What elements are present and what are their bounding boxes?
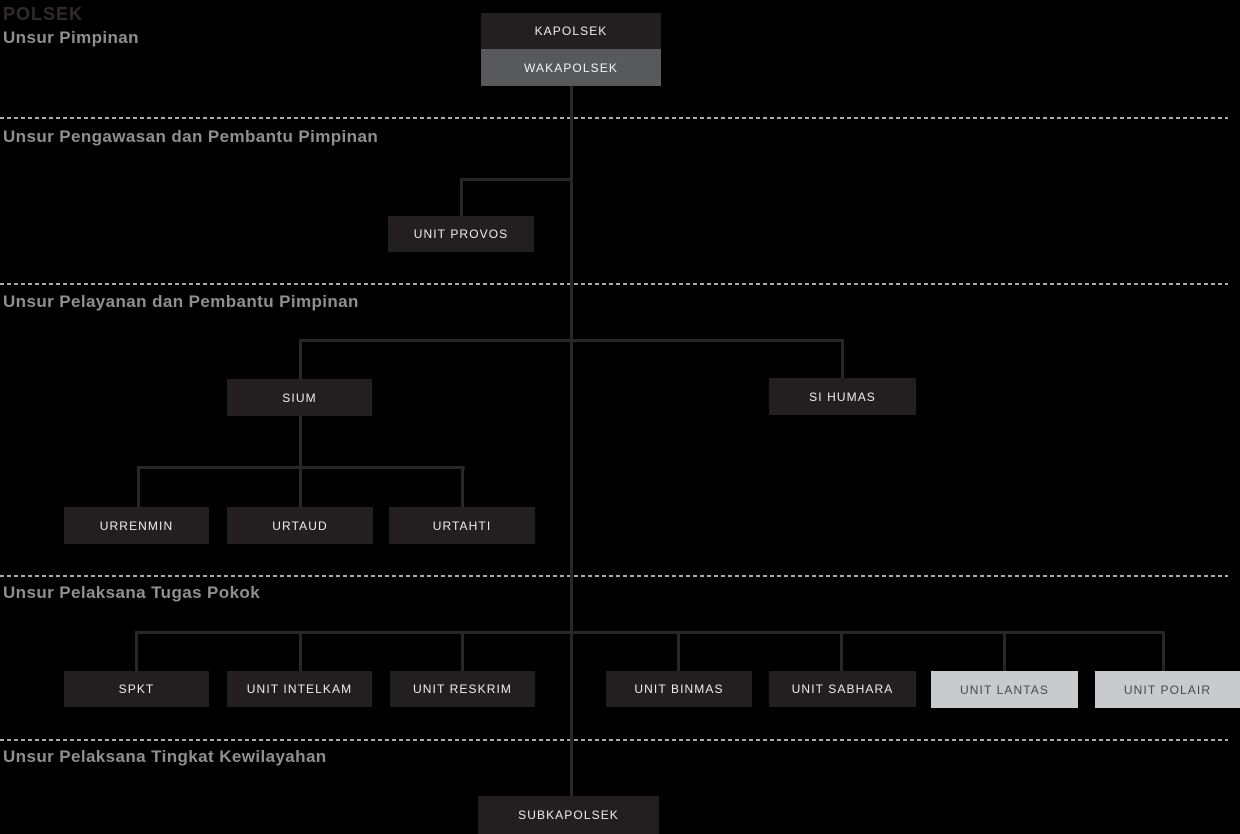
connector-line — [299, 339, 844, 342]
node-unit-provos: UNIT PROVOS — [388, 216, 534, 252]
node-unit-binmas: UNIT BINMAS — [606, 671, 752, 707]
node-urtahti: URTAHTI — [389, 507, 535, 544]
connector-line — [460, 178, 572, 181]
section-divider — [0, 739, 1228, 741]
node-unit-reskrim: UNIT RESKRIM — [390, 671, 535, 707]
section-header-pimpinan: Unsur Pimpinan — [3, 28, 139, 47]
section-header-pelayanan: Unsur Pelayanan dan Pembantu Pimpinan — [3, 292, 359, 311]
connector-line — [299, 631, 302, 671]
connector-line — [299, 416, 302, 468]
node-urtaud: URTAUD — [227, 507, 373, 544]
connector-line — [299, 466, 302, 507]
connector-line — [461, 466, 464, 507]
connector-line — [460, 178, 463, 216]
connector-line — [135, 631, 138, 671]
connector-line — [841, 339, 844, 378]
connector-line — [570, 86, 573, 796]
node-spkt: SPKT — [64, 671, 209, 707]
section-header-pengawasan: Unsur Pengawasan dan Pembantu Pimpinan — [3, 127, 379, 146]
node-unit-sabhara: UNIT SABHARA — [769, 671, 916, 707]
node-subkapolsek: SUBKAPOLSEK — [478, 796, 659, 834]
connector-line — [840, 631, 843, 671]
section-divider — [0, 283, 1228, 285]
node-sium: SIUM — [227, 379, 372, 416]
section-divider — [0, 117, 1228, 119]
page-title: POLSEK — [3, 4, 84, 24]
node-unit-lantas: UNIT LANTAS — [931, 671, 1078, 708]
node-si-humas: SI HUMAS — [769, 378, 916, 415]
node-unit-intelkam: UNIT INTELKAM — [227, 671, 372, 707]
connector-line — [1003, 631, 1006, 671]
section-header-kewilayahan: Unsur Pelaksana Tingkat Kewilayahan — [3, 747, 327, 766]
node-unit-polair: UNIT POLAIR — [1095, 671, 1240, 708]
connector-line — [135, 631, 1165, 634]
section-header-tugas-pokok: Unsur Pelaksana Tugas Pokok — [3, 583, 261, 602]
connector-line — [137, 466, 140, 507]
connector-line — [461, 631, 464, 671]
section-divider — [0, 575, 1228, 577]
connector-line — [299, 339, 302, 379]
connector-line — [677, 631, 680, 671]
node-kapolsek: KAPOLSEK — [481, 13, 661, 49]
node-wakapolsek: WAKAPOLSEK — [481, 49, 661, 86]
connector-line — [1162, 631, 1165, 671]
node-urrenmin: URRENMIN — [64, 507, 209, 544]
